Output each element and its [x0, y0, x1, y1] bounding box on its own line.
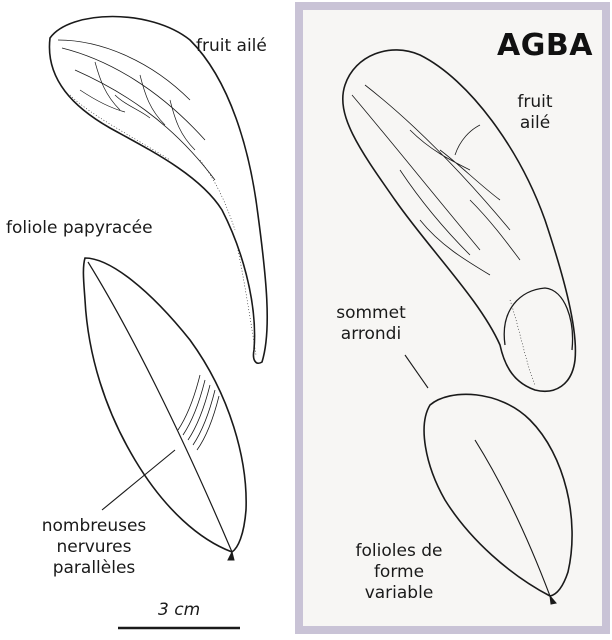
- title: AGBA: [497, 28, 593, 63]
- veins-label: nombreuses nervures parallèles: [14, 516, 174, 579]
- right-fruit-label: fruit ailé: [505, 92, 565, 134]
- veins-label-line-1: nombreuses: [14, 516, 174, 537]
- veins-label-line-2: nervures: [14, 537, 174, 558]
- veins-label-line-3: parallèles: [14, 558, 174, 579]
- apex-label-line-2: arrondi: [326, 324, 416, 345]
- left-fruit-label: fruit ailé: [196, 36, 267, 57]
- leaflets-label: folioles de forme variable: [344, 541, 454, 604]
- leaflet-label: foliole papyracée: [6, 218, 153, 239]
- scale-label: 3 cm: [158, 600, 200, 621]
- left-leaflet: [83, 258, 246, 560]
- apex-label-line-1: sommet: [326, 303, 416, 324]
- apex-label: sommet arrondi: [326, 303, 416, 345]
- leaflets-label-line-2: forme: [344, 562, 454, 583]
- right-fruit-label-line-1: fruit: [505, 92, 565, 113]
- right-fruit-label-line-2: ailé: [505, 113, 565, 134]
- leaflets-label-line-1: folioles de: [344, 541, 454, 562]
- left-winged-fruit: [49, 17, 267, 364]
- leaflets-label-line-3: variable: [344, 583, 454, 604]
